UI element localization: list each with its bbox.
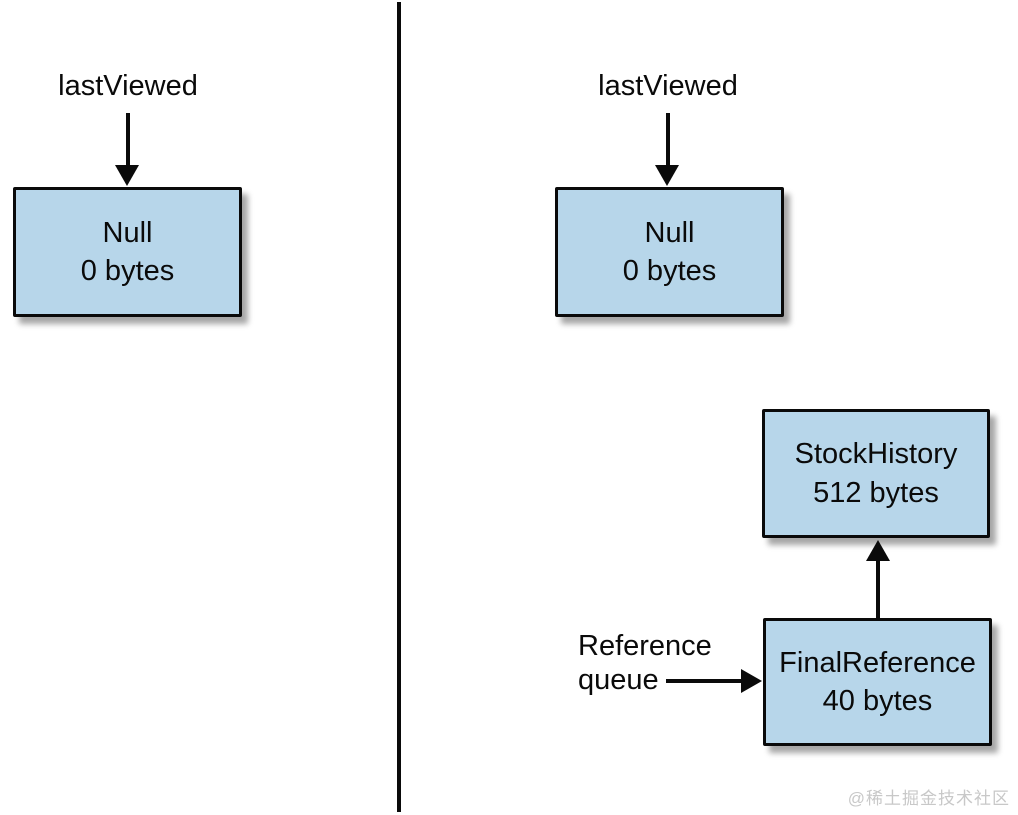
node-title: FinalReference: [779, 646, 976, 679]
finalreference-box: FinalReference 40 bytes: [763, 618, 992, 746]
node-title: Null: [644, 216, 695, 249]
watermark-text: @稀土掘金技术社区: [847, 789, 1010, 808]
null-box-left: Null 0 bytes: [13, 187, 242, 317]
arrow-shaft: [666, 679, 744, 683]
node-size: 512 bytes: [813, 476, 939, 509]
reference-queue-label: Reference queue: [578, 630, 712, 697]
arrow-shaft: [876, 558, 880, 618]
arrow-down-icon: [655, 165, 679, 186]
arrow-right-icon: [741, 669, 762, 693]
stockhistory-box: StockHistory 512 bytes: [762, 409, 990, 538]
node-title: Null: [102, 216, 153, 249]
arrow-shaft: [666, 113, 670, 169]
lastviewed-label-left: lastViewed: [58, 70, 198, 102]
node-title: StockHistory: [794, 438, 958, 471]
arrow-shaft: [126, 113, 130, 169]
node-size: 40 bytes: [822, 685, 933, 717]
panel-divider-line: [397, 2, 401, 812]
arrow-up-icon: [866, 540, 890, 561]
lastviewed-label-right: lastViewed: [598, 70, 738, 102]
node-size: 0 bytes: [80, 255, 175, 287]
null-box-right: Null 0 bytes: [555, 187, 784, 317]
arrow-down-icon: [115, 165, 139, 186]
node-size: 0 bytes: [622, 255, 717, 287]
